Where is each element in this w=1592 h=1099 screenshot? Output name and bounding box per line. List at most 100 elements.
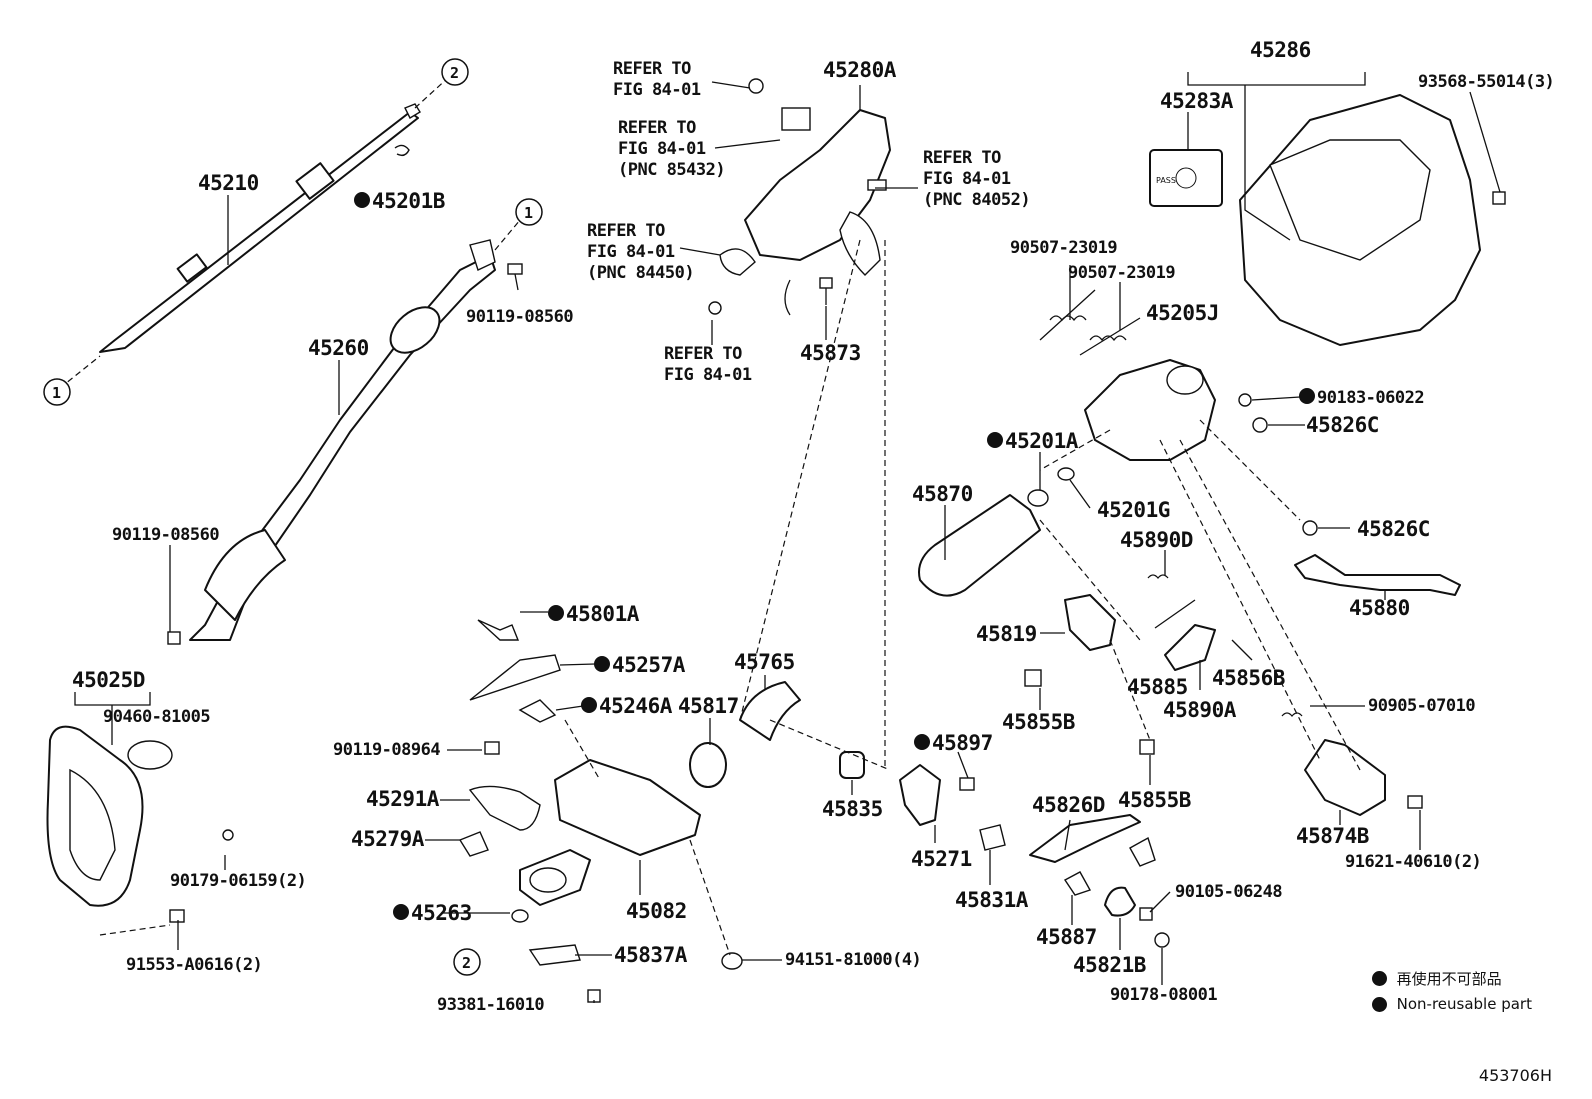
non-reusable-dot-45801A	[548, 605, 564, 621]
lock-parts-group	[1024, 574, 1303, 755]
legend: 再使用不可部品 Non-reusable part	[1371, 968, 1532, 1019]
intermediate-shaft-45210	[59, 75, 451, 389]
label-45765: 45765	[734, 650, 795, 674]
label-45286: 45286	[1250, 38, 1311, 62]
label-45201G: 45201G	[1097, 498, 1170, 522]
legend-japanese-text: 再使用不可部品	[1396, 970, 1502, 988]
ref2-line3: (PNC 85432)	[618, 160, 725, 180]
label-45801A: 45801A	[566, 602, 640, 626]
callout-1-top-text: 1	[524, 204, 533, 222]
legend-row-english: Non-reusable part	[1371, 995, 1532, 1013]
label-45874B: 45874B	[1296, 824, 1369, 848]
ref4-line2: FIG 84-01	[587, 242, 675, 262]
small-center-parts	[469, 619, 1170, 948]
ref3-line3: (PNC 84052)	[923, 190, 1030, 210]
label-45817: 45817	[678, 694, 739, 718]
non-reusable-dot-45201A	[987, 432, 1003, 448]
label-90119-08560-top: 90119-08560	[466, 307, 573, 327]
label-45263: 45263	[411, 901, 472, 925]
label-91553-A0616: 91553-A0616(2)	[126, 955, 262, 975]
ref3-line2: FIG 84-01	[923, 169, 1011, 189]
ref3-line1: REFER TO	[923, 148, 1001, 168]
label-90507-23019-b: 90507-23019	[1068, 263, 1175, 283]
label-45283A: 45283A	[1160, 89, 1234, 113]
label-45826C-a: 45826C	[1306, 413, 1379, 437]
label-90119-08560-bottom: 90119-08560	[112, 525, 219, 545]
ref1-line2: FIG 84-01	[613, 80, 701, 100]
label-45291A: 45291A	[366, 787, 440, 811]
label-93568-55014: 93568-55014(3)	[1418, 72, 1554, 92]
ref4-line1: REFER TO	[587, 221, 665, 241]
intermediate-shaft-45260	[167, 219, 521, 645]
ref2-line2: FIG 84-01	[618, 139, 706, 159]
label-45201B: 45201B	[372, 189, 445, 213]
label-45246A: 45246A	[599, 694, 673, 718]
non-reusable-dot-90183-06022	[1299, 388, 1315, 404]
svg-text:PASS: PASS	[1156, 176, 1176, 185]
bracket-45874B	[1304, 739, 1423, 816]
label-45873: 45873	[800, 341, 861, 365]
label-45205J: 45205J	[1146, 301, 1219, 325]
label-45855B-a: 45855B	[1002, 710, 1075, 734]
ref1-line1: REFER TO	[613, 59, 691, 79]
label-45837A: 45837A	[614, 943, 688, 967]
label-45826C-b: 45826C	[1357, 517, 1430, 541]
label-90178-08001: 90178-08001	[1110, 985, 1217, 1005]
label-45819: 45819	[976, 622, 1037, 646]
tilt-lever-45880	[1294, 554, 1461, 596]
label-45826D: 45826D	[1032, 793, 1105, 817]
label-90507-23019-a: 90507-23019	[1010, 238, 1117, 258]
label-45201A: 45201A	[1005, 429, 1079, 453]
assembly-lines	[564, 239, 1361, 956]
label-45890A: 45890A	[1163, 698, 1237, 722]
callout-2-top-text: 2	[450, 64, 459, 82]
callout-2-top: 2	[441, 58, 469, 86]
label-93381-16010: 93381-16010	[437, 995, 544, 1015]
non-reusable-dot-45897	[914, 734, 930, 750]
ref2-line1: REFER TO	[618, 118, 696, 138]
label-45870: 45870	[912, 482, 973, 506]
label-94151-81000: 94151-81000(4)	[785, 950, 921, 970]
label-91621-40610: 91621-40610(2)	[1345, 852, 1481, 872]
leader-lines	[74, 72, 1501, 1003]
label-45890D: 45890D	[1120, 528, 1193, 552]
label-45887: 45887	[1036, 925, 1097, 949]
label-45821B: 45821B	[1073, 953, 1146, 977]
non-reusable-dot-45263	[393, 904, 409, 920]
label-45260: 45260	[308, 336, 369, 360]
non-reusable-dot-45201B	[354, 192, 370, 208]
figure-code: 453706H	[1478, 1066, 1552, 1085]
ref4-line3: (PNC 84450)	[587, 263, 694, 283]
upper-bracket-45205J	[1039, 289, 1318, 536]
non-reusable-dot-45246A	[581, 697, 597, 713]
label-90105-06248: 90105-06248	[1175, 882, 1282, 902]
label-45271: 45271	[911, 847, 972, 871]
label-45856B: 45856B	[1212, 666, 1285, 690]
legend-row-japanese: 再使用不可部品	[1371, 968, 1532, 989]
label-45082: 45082	[626, 899, 687, 923]
outer-tube-45870	[918, 467, 1075, 597]
legend-dot-icon	[1371, 996, 1387, 1012]
bolt-90119-08560-top-shape	[507, 263, 523, 291]
label-90905-07010: 90905-07010	[1368, 696, 1475, 716]
callout-1-bottom: 1	[43, 378, 71, 406]
label-90460-81005: 90460-81005	[103, 707, 210, 727]
label-45279A: 45279A	[351, 827, 425, 851]
callout-2-bottom-text: 2	[462, 954, 471, 972]
legend-english-text: Non-reusable part	[1396, 995, 1532, 1013]
bracket-45873-screw	[819, 277, 833, 305]
label-45880: 45880	[1349, 596, 1410, 620]
legend-dot-icon	[1371, 971, 1387, 986]
callout-1-bottom-text: 1	[52, 384, 61, 402]
label-45280A: 45280A	[823, 58, 897, 82]
column-cover-45286: PASS	[1149, 94, 1506, 346]
label-45835: 45835	[822, 797, 883, 821]
label-45885: 45885	[1127, 675, 1188, 699]
label-45210: 45210	[198, 171, 259, 195]
label-90183-06022: 90183-06022	[1317, 388, 1424, 408]
labels: 45210 45201B 45260 90119-08560 90119-085…	[72, 38, 1555, 1015]
ref5-line1: REFER TO	[664, 344, 742, 364]
label-90119-08964: 90119-08964	[333, 740, 440, 760]
label-45831A: 45831A	[955, 888, 1029, 912]
